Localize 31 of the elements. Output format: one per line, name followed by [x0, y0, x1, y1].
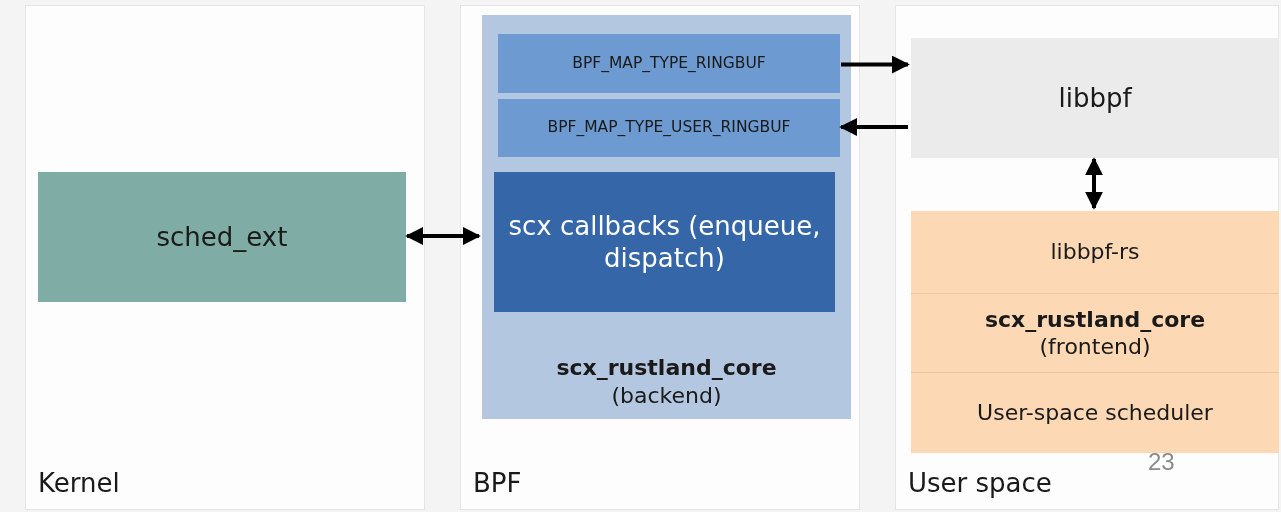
- box-label: libbpf-rs: [1050, 238, 1140, 266]
- ringbuf-box: [498, 34, 840, 93]
- box-label: sched_ext: [156, 220, 288, 254]
- backend-box: [482, 15, 851, 419]
- panel-label: Kernel: [38, 466, 120, 499]
- bpf-panel: [460, 5, 860, 510]
- process-box: [38, 172, 406, 302]
- page-number: 23: [1148, 448, 1175, 476]
- frontend-box: [911, 294, 1279, 373]
- arrow: [405, 227, 481, 245]
- panel-label: BPF: [473, 466, 522, 499]
- box-label: BPF_MAP_TYPE_USER_RINGBUF: [547, 118, 791, 138]
- box-label: libbpf: [1058, 81, 1132, 115]
- component-role: (backend): [611, 381, 722, 409]
- scheduler-box: [911, 373, 1279, 453]
- arrow: [1085, 157, 1103, 210]
- component-name: scx_rustland_core: [556, 354, 777, 382]
- panel-label: User space: [908, 466, 1052, 499]
- box-label: scx callbacks (enqueue, dispatch): [507, 209, 822, 275]
- user-space-panel: [895, 5, 1279, 510]
- box-label: User-space scheduler: [977, 399, 1213, 427]
- component-name: scx_rustland_core: [984, 305, 1206, 333]
- arrow: [839, 118, 908, 136]
- callbacks-box: [494, 172, 835, 312]
- library-box: [911, 38, 1279, 158]
- arrow: [841, 55, 910, 74]
- kernel-panel: [25, 5, 425, 510]
- library-box: [911, 211, 1279, 294]
- ringbuf-box: [498, 99, 840, 157]
- box-label: BPF_MAP_TYPE_RINGBUF: [572, 53, 766, 74]
- component-role: (frontend): [1039, 333, 1151, 361]
